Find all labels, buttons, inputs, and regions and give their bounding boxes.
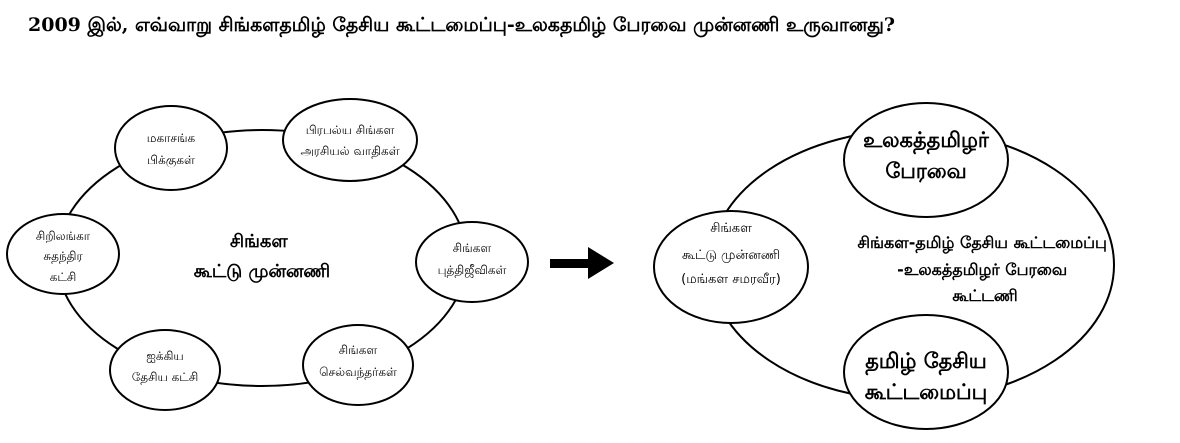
svg-text:மகாசங்கபிக்குகள்: மகாசங்கபிக்குகள் (147, 131, 196, 167)
svg-text:சிங்களபுத்திஜீவிகள்: சிங்களபுத்திஜீவிகள் (438, 241, 507, 278)
svg-text:தமிழ் தேசியகூட்டமைப்பு: தமிழ் தேசியகூட்டமைப்பு (865, 349, 988, 404)
svg-text:சிறிலங்காசுதந்திரகட்சி: சிறிலங்காசுதந்திரகட்சி (36, 229, 91, 284)
alliance-label: சிங்கள-தமிழ் தேசிய கூட்டமைப்பு -உலகத்தமி… (858, 233, 1113, 305)
svg-text:சிங்களசெல்வந்தர்கள்: சிங்களசெல்வந்தர்கள் (319, 343, 397, 379)
svg-text:சிங்களகூட்டு முன்னணி(மங்கள ச: சிங்களகூட்டு முன்னணி(மங்கள சமரவீர) (681, 221, 781, 287)
question-title: 2009 இல், எவ்வாறு சிங்களதமிழ் தேசிய கூட்… (28, 14, 895, 36)
node-global-tamil-forum: உலகத்தமிழர்பேரவை (843, 102, 1009, 218)
svg-text:ஐக்கியதேசிய கட்சி: ஐக்கியதேசிய கட்சி (132, 349, 198, 384)
sinhala-front-label: சிங்கள கூட்டு முன்னணி (194, 231, 330, 283)
alliance-diagram: சிங்கள-தமிழ் தேசிய கூட்டமைப்பு -உலகத்தமி… (653, 102, 1115, 430)
right-arrow-icon (550, 247, 614, 279)
svg-text:உலகத்தமிழர்பேரவை: உலகத்தமிழர்பேரவை (863, 128, 990, 183)
